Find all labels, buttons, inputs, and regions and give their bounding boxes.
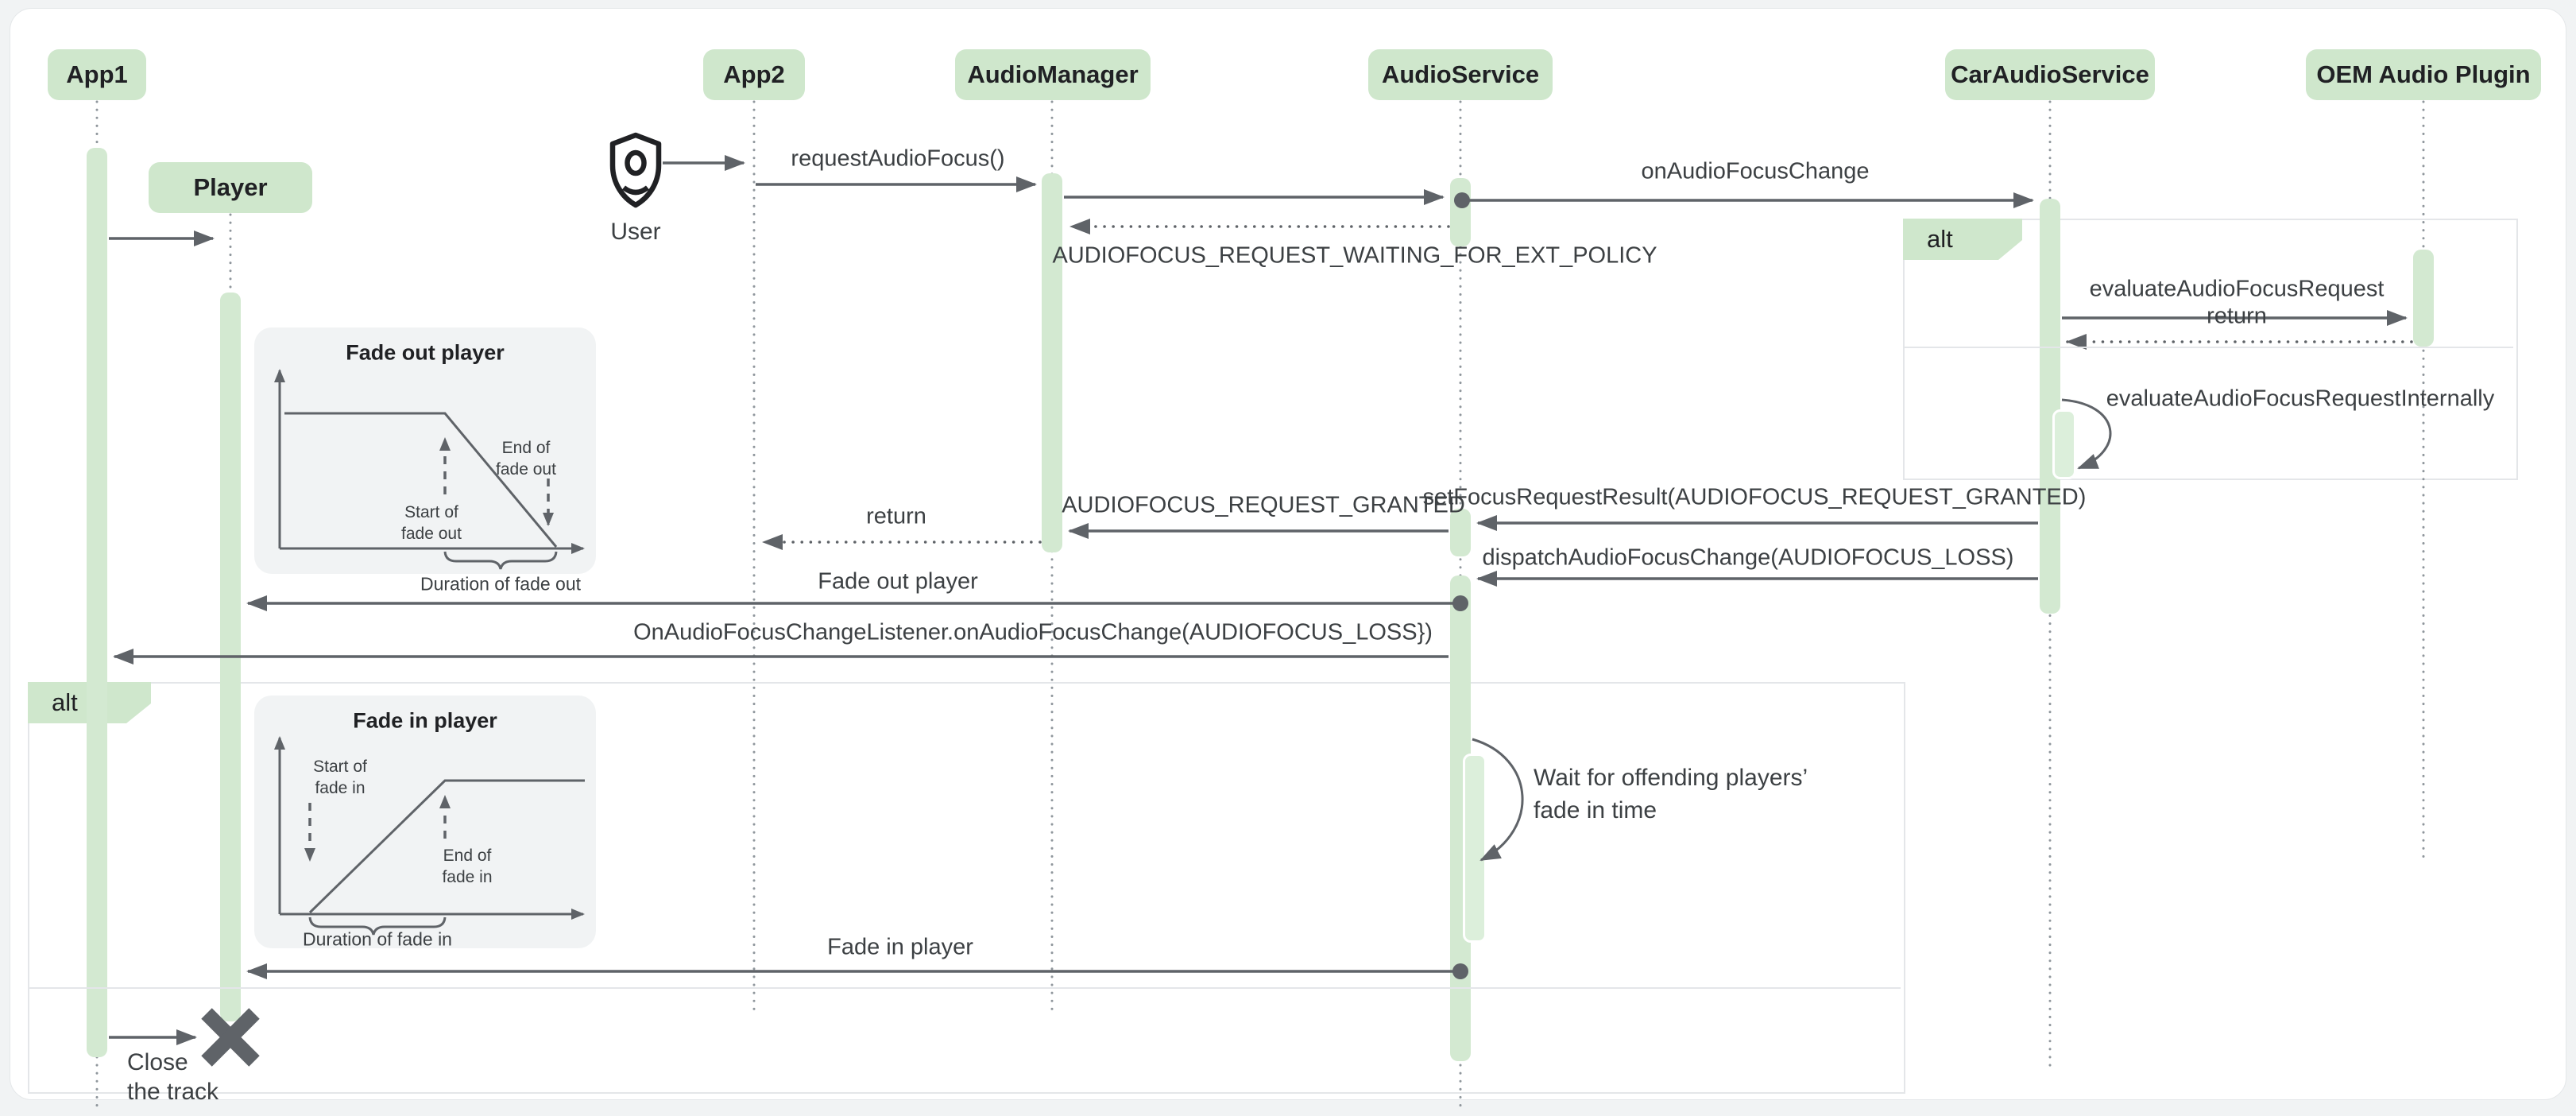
msg-listener-on-change: OnAudioFocusChangeListener.onAudioFocusC… — [633, 619, 1433, 645]
msg-manager-return: return — [866, 503, 926, 529]
participant-app2: App2 — [703, 49, 805, 100]
fade-out-title: Fade out player — [346, 340, 505, 365]
msg-on-audio-focus-change: onAudioFocusChange — [1641, 158, 1870, 184]
label-line: End of — [501, 439, 551, 457]
close-track-note: Close the track — [127, 1048, 219, 1106]
msg-evaluate-return: return — [2207, 303, 2267, 329]
participant-app1: App1 — [48, 49, 146, 100]
activation-audioservice-2 — [1450, 509, 1471, 556]
object-label: Player — [193, 173, 268, 201]
msg-dispatch-loss: dispatchAudioFocusChange(AUDIOFOCUS_LOSS… — [1482, 544, 2014, 571]
participant-label: OEM Audio Plugin — [2316, 60, 2531, 88]
activation-audioservice-1 — [1450, 178, 1471, 246]
label-line: Start of — [313, 758, 367, 776]
activation-app1 — [87, 148, 107, 1057]
object-player: Player — [149, 162, 312, 213]
fade-out-start-label: Start of fade out — [401, 502, 462, 544]
participant-label: App1 — [66, 60, 128, 88]
activation-player — [220, 293, 241, 1021]
alt-label: alt — [52, 688, 78, 716]
close-track-line2: the track — [127, 1079, 219, 1105]
fade-in-end-label: End of fade in — [442, 845, 492, 888]
participant-audioservice: AudioService — [1368, 49, 1553, 100]
wait-note-line1: Wait for offending players’ — [1534, 765, 1808, 791]
activation-caraudioservice — [2040, 199, 2060, 614]
fade-in-duration-label: Duration of fade in — [303, 928, 452, 950]
participant-label: AudioService — [1381, 60, 1540, 88]
alt-fragment-fade — [28, 682, 1905, 1094]
label-line: End of — [443, 847, 492, 865]
fade-out-duration-label: Duration of fade out — [420, 573, 582, 595]
alt-fragment-policy — [1903, 219, 2518, 480]
msg-request-granted: AUDIOFOCUS_REQUEST_GRANTED — [1062, 492, 1465, 518]
wait-note-line2: fade in time — [1534, 797, 1657, 823]
user-label: User — [610, 219, 661, 245]
label-line: Start of — [404, 503, 458, 521]
alt-fragment-policy-tab: alt — [1903, 219, 2022, 260]
label-line: fade out — [401, 525, 462, 543]
alt-label: alt — [1927, 225, 1953, 253]
activation-audioservice-wait — [1463, 754, 1487, 943]
participant-label: AudioManager — [967, 60, 1139, 88]
activation-audiomanager — [1042, 173, 1062, 552]
participant-caraudioservice: CarAudioService — [1945, 49, 2155, 100]
msg-fade-out-player: Fade out player — [818, 568, 978, 595]
participant-audiomanager: AudioManager — [955, 49, 1151, 100]
label-line: fade in — [442, 868, 493, 886]
msg-fade-in-player: Fade in player — [827, 934, 973, 960]
close-track-line1: Close — [127, 1049, 188, 1075]
msg-evaluate-request: evaluateAudioFocusRequest — [2089, 276, 2385, 302]
label-line: fade out — [496, 460, 556, 479]
fade-in-inset — [254, 696, 596, 948]
msg-waiting-ext-policy: AUDIOFOCUS_REQUEST_WAITING_FOR_EXT_POLIC… — [1052, 242, 1657, 269]
participant-oem-plugin: OEM Audio Plugin — [2306, 49, 2541, 100]
participant-label: CarAudioService — [1951, 60, 2149, 88]
label-line: fade in — [315, 779, 366, 797]
fade-in-title: Fade in player — [353, 708, 497, 733]
fade-out-end-label: End of fade out — [496, 437, 556, 480]
activation-caraudioservice-internal — [2052, 409, 2076, 479]
msg-request-audio-focus: requestAudioFocus() — [791, 145, 1005, 172]
activation-oem-plugin — [2413, 250, 2434, 347]
wait-note: Wait for offending players’ fade in time — [1534, 761, 1808, 827]
msg-evaluate-internally: evaluateAudioFocusRequestInternally — [2106, 386, 2495, 412]
msg-set-focus-result: setFocusRequestResult(AUDIOFOCUS_REQUEST… — [1422, 484, 2087, 510]
participant-label: App2 — [723, 60, 785, 88]
fade-in-start-label: Start of fade in — [313, 756, 367, 799]
